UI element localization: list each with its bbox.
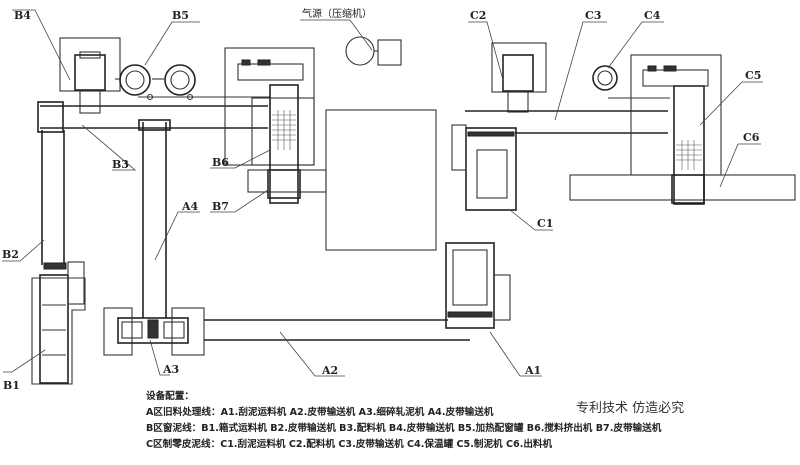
label-b2: B2	[2, 248, 19, 261]
c5-pugmill	[630, 54, 722, 205]
label-c6: C6	[743, 131, 760, 144]
label-c1: C1	[537, 217, 553, 230]
c4-tank	[592, 65, 670, 99]
patent-notice: 专利技术 仿造必究	[576, 401, 685, 416]
leader-lines	[2, 9, 763, 377]
label-b6: B6	[212, 156, 229, 169]
b3-conveyor	[37, 101, 268, 133]
label-b7: B7	[212, 200, 229, 213]
central-area	[325, 109, 437, 251]
a3-crusher	[103, 307, 205, 356]
label-c5: C5	[745, 69, 761, 82]
label-c3: C3	[585, 9, 601, 22]
b5-tanks	[115, 64, 270, 101]
a2-conveyor	[204, 319, 470, 341]
b6-extruder	[224, 47, 315, 204]
c3-conveyor	[465, 110, 668, 134]
label-c4: C4	[644, 9, 661, 22]
equipment-notes: 设备配置： A区旧料处理线：A1.刮泥运料机 A2.皮带输送机 A3.细碎轧泥机…	[146, 389, 661, 453]
c6-outlet	[671, 174, 705, 204]
label-air-source: 气源（压缩机）	[302, 7, 372, 20]
label-c2: C2	[470, 9, 486, 22]
label-a2: A2	[321, 364, 338, 377]
a4-conveyor	[138, 119, 171, 318]
b2-conveyor	[41, 130, 65, 265]
notes-line-a: A区旧料处理线：A1.刮泥运料机 A2.皮带输送机 A3.细碎轧泥机 A4.皮带…	[146, 407, 494, 418]
label-b5: B5	[172, 9, 189, 22]
a1-feeder	[445, 242, 511, 329]
c2-unit	[491, 42, 547, 113]
label-b4: B4	[14, 9, 31, 22]
label-a4: A4	[181, 200, 199, 213]
c1-feeder	[451, 124, 517, 211]
label-b1: B1	[3, 379, 20, 392]
b1-box-feeder	[31, 261, 86, 385]
label-a3: A3	[162, 363, 179, 376]
b4-unit	[59, 37, 121, 114]
notes-line-b: B区窗泥线：B1.箱式运料机 B2.皮带输送机 B3.配料机 B4.皮带输送机 …	[146, 423, 662, 434]
label-a1: A1	[524, 364, 541, 377]
label-b3: B3	[112, 158, 129, 171]
b7-conveyor	[247, 169, 327, 199]
notes-line-c: C区制零皮泥线：C1.刮泥运料机 C2.配料机 C3.皮带输送机 C4.保温罐 …	[146, 439, 553, 450]
air-compressor	[345, 36, 402, 66]
notes-title: 设备配置：	[146, 391, 194, 402]
c6-output-platform	[569, 174, 796, 201]
